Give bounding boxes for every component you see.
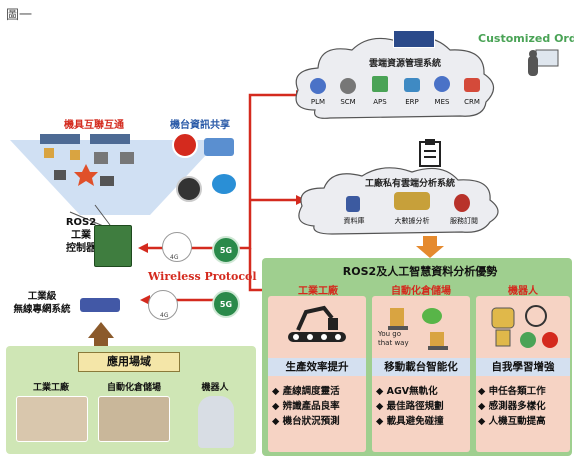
robot-scene-image xyxy=(198,396,234,448)
analysis-col-warehouse-subtitle: 移動載台智能化 xyxy=(372,358,470,376)
ros2-controller-line-1: ROS2 xyxy=(65,217,97,228)
service-subscribe-label: 服務訂閱 xyxy=(450,217,478,225)
crm-label: CRM xyxy=(464,98,480,106)
clipboard-icon xyxy=(418,138,444,168)
cloud-logo-icon xyxy=(393,30,435,48)
signal-antenna-icon-top xyxy=(162,232,192,262)
analysis-col-robot-subtitle: 自我學習增強 xyxy=(476,358,570,376)
factory-bullet-3-text: 機台狀況預測 xyxy=(282,416,340,427)
factory-scene-image xyxy=(16,396,88,442)
battery-thermometer-icon xyxy=(204,138,234,156)
aps-label: APS xyxy=(373,98,387,106)
factory-bullet-2: ◆ 辨識產品良率 xyxy=(272,401,340,412)
analysis-col-robot-header: 機器人 xyxy=(508,286,538,297)
agv-speech-bubble: You go that way xyxy=(378,330,409,348)
machine-interconnect-label: 機具互聯互通 xyxy=(64,120,124,131)
location-pin-icon xyxy=(172,132,198,158)
industrial-wireless-label: 工業級 無線專網系統 xyxy=(6,290,78,316)
factory-bullet-1-text: 產線調度靈活 xyxy=(282,386,340,397)
database-label: 資料庫 xyxy=(343,217,365,225)
analysis-col-factory-header: 工業工廠 xyxy=(298,286,338,297)
machine-info-share-label: 機台資訊共享 xyxy=(170,120,230,131)
erp-icon xyxy=(404,78,420,92)
applications-title: 應用場域 xyxy=(78,352,180,372)
scm-label: SCM xyxy=(340,98,356,106)
robot-bullet-3: ◆ 人機互動提高 xyxy=(478,416,546,427)
analysis-title: ROS2及人工智慧資料分析優勢 xyxy=(342,265,498,278)
chat-bubble-icon xyxy=(212,174,236,194)
gauge-icon xyxy=(176,176,202,202)
analysis-col-warehouse-header: 自動化倉儲場 xyxy=(391,286,451,297)
app-item-factory: 工業工廠 xyxy=(32,383,69,393)
cloud-private-title: 工廠私有雲端分析系統 xyxy=(364,179,455,189)
big-data-icon xyxy=(394,192,430,210)
customized-order-caption: Customized Orde xyxy=(478,32,574,45)
wireless-protocol-label: Wireless Protocol xyxy=(148,270,257,283)
warehouse-bullet-1: ◆ AGV無軌化 xyxy=(376,386,438,397)
industrial-wireless-line-2: 無線專網系統 xyxy=(13,304,71,315)
warehouse-bullet-2: ◆ 最佳路徑規劃 xyxy=(376,401,444,412)
mes-label: MES xyxy=(434,98,450,106)
robot-bullet-1-text: 申任各類工作 xyxy=(488,386,546,397)
industrial-wireless-line-1: 工業級 xyxy=(27,291,57,302)
badge-4g-top: 4G xyxy=(170,254,179,261)
app-item-warehouse: 自動化倉儲場 xyxy=(106,383,161,393)
robot-arm-conveyor-icon xyxy=(284,302,350,350)
aps-icon xyxy=(372,76,388,92)
ros2-controller-label: ROS2 工業 控制器 xyxy=(56,216,106,255)
app-item-robot: 機器人 xyxy=(201,383,229,393)
analysis-col-robot-bullets: ◆ 申任各類工作 ◆ 感測器多樣化 ◆ 人機互動提高 xyxy=(478,384,572,429)
router-icon xyxy=(80,298,120,312)
arrow-to-analysis xyxy=(248,248,262,292)
signal-antenna-icon-bottom xyxy=(148,290,178,320)
ros2-controller-line-3: 控制器 xyxy=(66,243,96,254)
agv-speech-line-1: You go xyxy=(378,330,402,338)
factory-bullet-2-text: 辨識產品良率 xyxy=(282,401,340,412)
big-data-label: 大數據分析 xyxy=(394,217,430,225)
warehouse-bullet-2-text: 最佳路徑規劃 xyxy=(386,401,444,412)
mes-icon xyxy=(434,76,450,92)
factory-bullet-3: ◆ 機台狀況預測 xyxy=(272,416,340,427)
crm-icon xyxy=(464,78,480,92)
warehouse-scene-image xyxy=(98,396,170,442)
analysis-col-factory-subtitle: 生產效率提升 xyxy=(268,358,366,376)
analysis-col-factory-bullets: ◆ 產線調度靈活 ◆ 辨識產品良率 ◆ 機台狀況預測 xyxy=(272,384,340,429)
robot-bullet-1: ◆ 申任各類工作 xyxy=(478,386,546,397)
warehouse-bullet-3-text: 載具避免碰撞 xyxy=(386,416,444,427)
user-computer-icon xyxy=(524,48,564,78)
warehouse-bullet-1-text: AGV無軌化 xyxy=(386,386,438,397)
erp-label: ERP xyxy=(405,98,419,106)
factory-machines-illustration xyxy=(30,130,160,200)
warehouse-bullet-3: ◆ 載具避免碰撞 xyxy=(376,416,444,427)
service-subscribe-icon xyxy=(454,194,470,212)
factory-bullet-1: ◆ 產線調度靈活 xyxy=(272,386,340,397)
agv-speech-line-2: that way xyxy=(378,339,409,347)
agv-vehicles-icon xyxy=(386,302,460,352)
robot-bullet-3-text: 人機互動提高 xyxy=(488,416,546,427)
figure-label: 圖一 xyxy=(6,8,33,23)
analysis-col-warehouse-bullets: ◆ AGV無軌化 ◆ 最佳路徑規劃 ◆ 載具避免碰撞 xyxy=(376,384,444,429)
plm-icon xyxy=(310,78,326,94)
ros2-controller-line-2: 工業 xyxy=(71,230,91,241)
plm-label: PLM xyxy=(310,98,326,106)
database-icon xyxy=(346,196,360,212)
badge-4g-bottom: 4G xyxy=(160,312,169,319)
badge-5g-top: 5G xyxy=(212,236,240,264)
robot-bullet-2: ◆ 感測器多樣化 xyxy=(478,401,546,412)
badge-5g-bottom: 5G xyxy=(212,290,240,318)
cloud-mgmt-title: 雲端資源管理系統 xyxy=(368,59,441,69)
controller-board-icon xyxy=(94,225,132,267)
robot-bullet-2-text: 感測器多樣化 xyxy=(488,401,546,412)
scm-icon xyxy=(340,78,356,94)
robot-ai-icon xyxy=(484,302,564,352)
